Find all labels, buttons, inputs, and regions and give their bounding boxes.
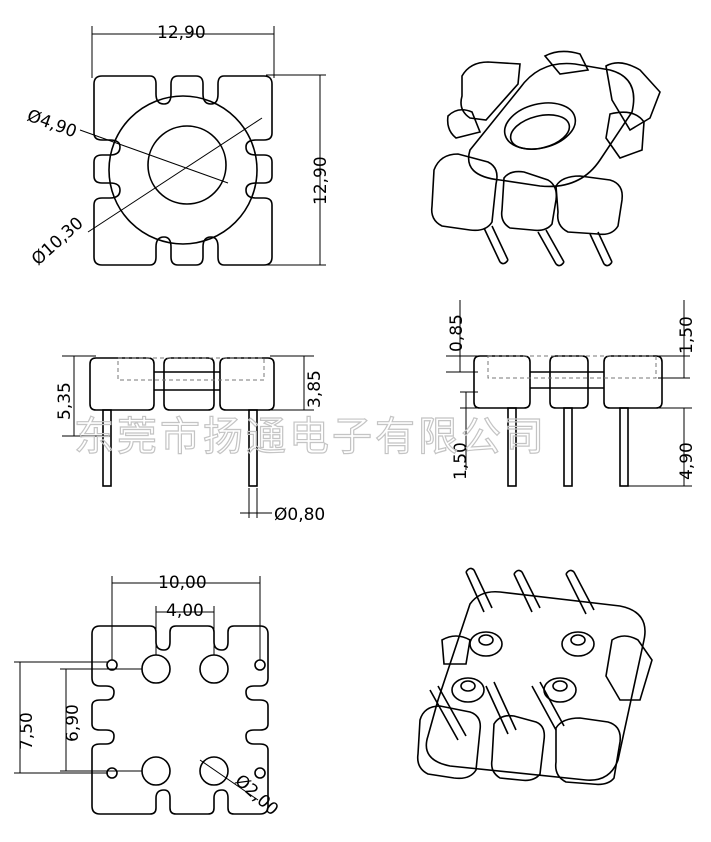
side-pin-left [102, 409, 112, 487]
pin-span-label: 10,00 [158, 573, 207, 593]
isometric-top-view [430, 50, 661, 267]
top-view: 12,90 12,90 Ø4,90 Ø10,30 [24, 23, 331, 270]
iso-tab-left-mid [446, 108, 482, 139]
iso-tab-top-mid [543, 50, 590, 75]
bottom-view: 10,00 4,00 7,50 6,90 Ø2,00 [14, 573, 282, 820]
rside-pin-left [507, 407, 517, 487]
iso-bottom-block-left [416, 705, 482, 780]
pin-offset-label: 1,50 [451, 442, 471, 480]
hole-bottom-mid-left [141, 756, 171, 786]
iso-top-flange [467, 62, 635, 188]
iso-boss-top-right-inner [570, 634, 586, 646]
iso-bottom-pin-side-left [429, 685, 467, 741]
side-pin-right [248, 409, 258, 487]
pin-hole-bottom-right [254, 767, 266, 779]
right-side-view: 0,85 1,50 1,50 4,90 [446, 300, 697, 487]
iso-bottom-block-mid [490, 714, 546, 782]
iso-top-core-hole [503, 102, 577, 150]
iso-tab-left-top [460, 61, 521, 121]
iso-bottom-pin-side-mid [485, 681, 517, 735]
bottom-view-outline [91, 625, 269, 815]
hole-bottom-mid-right [199, 756, 229, 786]
hole-dia-label: Ø2,00 [231, 771, 282, 820]
outer-dia-label: Ø10,30 [28, 213, 88, 269]
isometric-bottom-view [416, 567, 653, 786]
iso-top-core-hole-inner [509, 114, 571, 150]
iso-pin-mid [537, 229, 565, 267]
iso-bottom-tab-right [605, 635, 653, 701]
iso-boss-top-right [561, 631, 595, 657]
company-watermark: 东莞市扬通电子有限公司 [74, 414, 547, 460]
side-hidden-edge [117, 357, 265, 381]
inner-dia-leader [79, 129, 229, 184]
side-height-label: 5,35 [55, 382, 75, 420]
iso-boss-bottom-right-inner [552, 680, 568, 692]
pin-length-label: 4,90 [677, 442, 697, 480]
row-inner-label: 6,90 [63, 704, 83, 742]
iso-boss-bottom-left [451, 677, 485, 703]
hole-dia-leader [199, 759, 259, 801]
flange-outer-circle [108, 95, 258, 245]
iso-boss-top-left-inner [478, 634, 494, 646]
top-height-label: 12,90 [311, 156, 331, 205]
iso-block-front-mid [500, 170, 558, 232]
rside-hidden-edge [487, 355, 657, 379]
rside-block-mid [549, 355, 589, 409]
pin-dia-label: Ø0,80 [274, 505, 325, 525]
rside-block-left [473, 355, 531, 409]
iso-block-front-left [430, 153, 498, 232]
iso-bottom-tab-left [441, 635, 471, 665]
side-block-mid [163, 357, 215, 411]
core-hole-circle [147, 125, 227, 205]
iso-bottom-block-right [554, 717, 622, 786]
flange-label: 0,85 [447, 314, 467, 352]
iso-bottom-pin-side-right [531, 681, 565, 731]
rside-pin-mid [563, 407, 573, 487]
outer-dia-leader [87, 117, 263, 233]
iso-bottom-pin-mid [513, 569, 541, 613]
pin-inner-label: 4,00 [166, 601, 204, 621]
side-block-left [89, 357, 155, 411]
iso-tab-right-top [605, 62, 661, 132]
iso-block-front-right [555, 175, 624, 236]
front-side-view: 5,35 3,85 Ø0,80 [55, 355, 325, 525]
hole-top-mid-left [141, 654, 171, 684]
iso-boss-bottom-left-inner [460, 680, 476, 692]
top-view-outline [93, 75, 273, 266]
iso-bottom-pin-right [565, 569, 595, 615]
top-width-label: 12,90 [157, 23, 206, 43]
side-body-label: 3,85 [305, 370, 325, 408]
top-gap-label: 1,50 [677, 316, 697, 354]
inner-dia-label: Ø4,90 [24, 106, 79, 142]
iso-tab-right-mid [605, 111, 645, 159]
side-block-right [219, 357, 275, 411]
hole-top-mid-right [199, 654, 229, 684]
row-outer-label: 7,50 [17, 712, 37, 750]
iso-pin-left [483, 225, 509, 265]
iso-pin-right [589, 231, 613, 267]
pin-hole-bottom-left [106, 767, 118, 779]
rside-block-right [603, 355, 663, 409]
rside-pin-right [619, 407, 629, 487]
iso-bottom-pin-left [465, 567, 493, 613]
pin-hole-top-right [254, 659, 266, 671]
